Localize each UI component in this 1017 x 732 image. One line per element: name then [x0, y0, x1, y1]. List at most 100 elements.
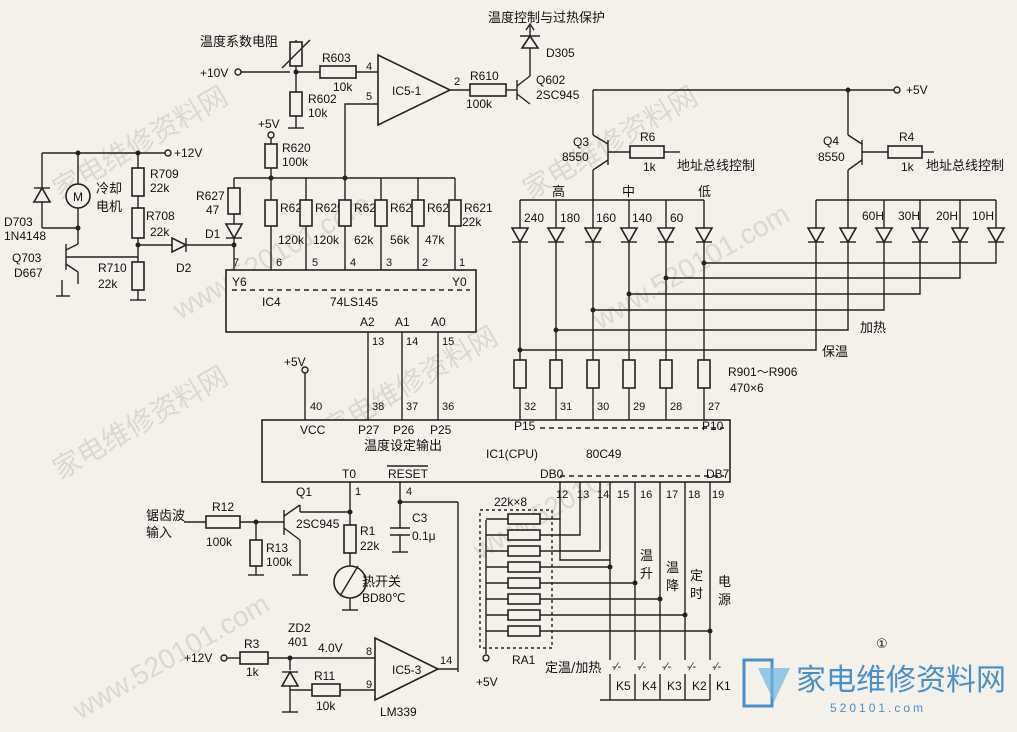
- r602: [289, 91, 303, 117]
- svg-text:9: 9: [366, 679, 372, 691]
- svg-text:热开关: 热开关: [362, 575, 401, 590]
- svg-text:+12V: +12V: [184, 651, 212, 665]
- svg-text:38: 38: [372, 401, 384, 413]
- ra1-resistors: [486, 513, 541, 637]
- svg-text:D1: D1: [205, 227, 221, 241]
- svg-text:16: 16: [640, 489, 652, 501]
- site-logo: 家电维修资料网 520101.com: [742, 658, 1006, 715]
- r708: [131, 207, 145, 239]
- svg-text:M: M: [73, 190, 83, 204]
- svg-text:+5V: +5V: [476, 675, 498, 689]
- svg-text:DB0: DB0: [540, 467, 564, 481]
- svg-text:R621: R621: [464, 201, 493, 215]
- svg-text:源: 源: [718, 593, 731, 608]
- svg-text:R620: R620: [282, 141, 311, 155]
- svg-text:地址总线控制: 地址总线控制: [926, 159, 1004, 174]
- svg-text:RESET: RESET: [388, 467, 429, 481]
- svg-text:62k: 62k: [354, 233, 374, 247]
- svg-text:0.1μ: 0.1μ: [412, 529, 436, 543]
- svg-text:520101.com: 520101.com: [830, 701, 926, 715]
- svg-text:22k: 22k: [98, 277, 118, 291]
- svg-text:Q602: Q602: [536, 73, 566, 87]
- svg-text:K2: K2: [692, 679, 707, 693]
- svg-text:RA1: RA1: [512, 653, 536, 667]
- svg-text:K1: K1: [716, 679, 731, 693]
- ra1-array: [479, 509, 553, 649]
- svg-text:R625: R625: [315, 201, 344, 215]
- svg-text:R12: R12: [212, 500, 234, 514]
- svg-text:-∕-: -∕-: [612, 661, 622, 673]
- svg-text:36: 36: [442, 401, 454, 413]
- svg-text:家电维修资料网: 家电维修资料网: [47, 359, 233, 486]
- svg-text:DB7: DB7: [706, 467, 730, 481]
- svg-text:10k: 10k: [333, 80, 353, 94]
- svg-text:100k: 100k: [206, 535, 233, 549]
- svg-text:13: 13: [372, 336, 384, 348]
- svg-text:加热: 加热: [860, 321, 886, 336]
- svg-text:3: 3: [386, 257, 392, 269]
- svg-text:22k: 22k: [360, 539, 380, 553]
- r627: [227, 187, 241, 215]
- resistor-ladder: R626 120k R625 120k R624 62k R623 56k R6…: [264, 178, 493, 270]
- svg-text:R708: R708: [146, 209, 175, 223]
- svg-text:15: 15: [442, 336, 454, 348]
- ic1-cpu-80c49: [261, 419, 731, 483]
- svg-text:定温/加热: 定温/加热: [545, 661, 601, 676]
- svg-text:22k×8: 22k×8: [494, 495, 527, 509]
- svg-text:1: 1: [355, 486, 361, 498]
- svg-text:14: 14: [406, 336, 418, 348]
- svg-text:29: 29: [633, 401, 645, 413]
- svg-text:Q703: Q703: [12, 251, 42, 265]
- svg-text:30: 30: [597, 401, 609, 413]
- svg-text:120k: 120k: [278, 233, 305, 247]
- svg-text:Y0: Y0: [452, 275, 467, 289]
- r603: [319, 65, 357, 79]
- svg-text:47k: 47k: [425, 233, 445, 247]
- svg-text:2: 2: [454, 76, 460, 88]
- svg-text:VCC: VCC: [300, 423, 326, 437]
- r901-r906: [513, 359, 711, 420]
- svg-text:47: 47: [206, 203, 220, 217]
- svg-text:中: 中: [622, 185, 635, 200]
- svg-text:IC1(CPU): IC1(CPU): [486, 447, 538, 461]
- r11: [311, 683, 341, 697]
- svg-text:升: 升: [640, 567, 653, 582]
- svg-text:2: 2: [422, 257, 428, 269]
- svg-text:6: 6: [276, 257, 282, 269]
- r610: [469, 83, 507, 97]
- svg-text:T0: T0: [342, 467, 356, 481]
- svg-text:17: 17: [666, 489, 678, 501]
- svg-text:14: 14: [440, 655, 452, 667]
- svg-text:+5V: +5V: [284, 355, 306, 369]
- svg-text:输入: 输入: [146, 525, 172, 541]
- svg-text:P27: P27: [358, 423, 380, 437]
- svg-text:14: 14: [597, 489, 609, 501]
- svg-text:28: 28: [670, 401, 682, 413]
- svg-text:A1: A1: [395, 315, 410, 329]
- svg-text:R11: R11: [314, 669, 335, 683]
- ic5-3-comparator: [374, 636, 440, 702]
- svg-text:电: 电: [718, 575, 731, 590]
- svg-text:1k: 1k: [643, 160, 657, 174]
- svg-text:30H: 30H: [898, 209, 920, 223]
- svg-text:C3: C3: [412, 511, 428, 525]
- svg-text:D667: D667: [14, 266, 43, 280]
- svg-text:R627: R627: [196, 189, 225, 203]
- svg-text:1: 1: [459, 257, 465, 269]
- svg-text:80C49: 80C49: [586, 447, 622, 461]
- svg-text:R610: R610: [470, 69, 499, 83]
- svg-text:Y6: Y6: [232, 275, 247, 289]
- svg-text:100k: 100k: [466, 97, 493, 111]
- svg-text:40: 40: [310, 401, 322, 413]
- r3: [239, 651, 269, 665]
- r710: [131, 261, 145, 291]
- key-switches: -∕- -∕- -∕- -∕- -∕-: [600, 661, 722, 701]
- svg-text:温: 温: [666, 561, 679, 576]
- r6: [629, 145, 665, 159]
- svg-text:R6: R6: [640, 130, 656, 144]
- svg-text:A0: A0: [431, 315, 446, 329]
- r12: [205, 515, 241, 529]
- svg-text:2SC945: 2SC945: [536, 88, 580, 102]
- svg-text:+10V: +10V: [200, 66, 228, 80]
- svg-text:温度设定输出: 温度设定输出: [364, 438, 442, 454]
